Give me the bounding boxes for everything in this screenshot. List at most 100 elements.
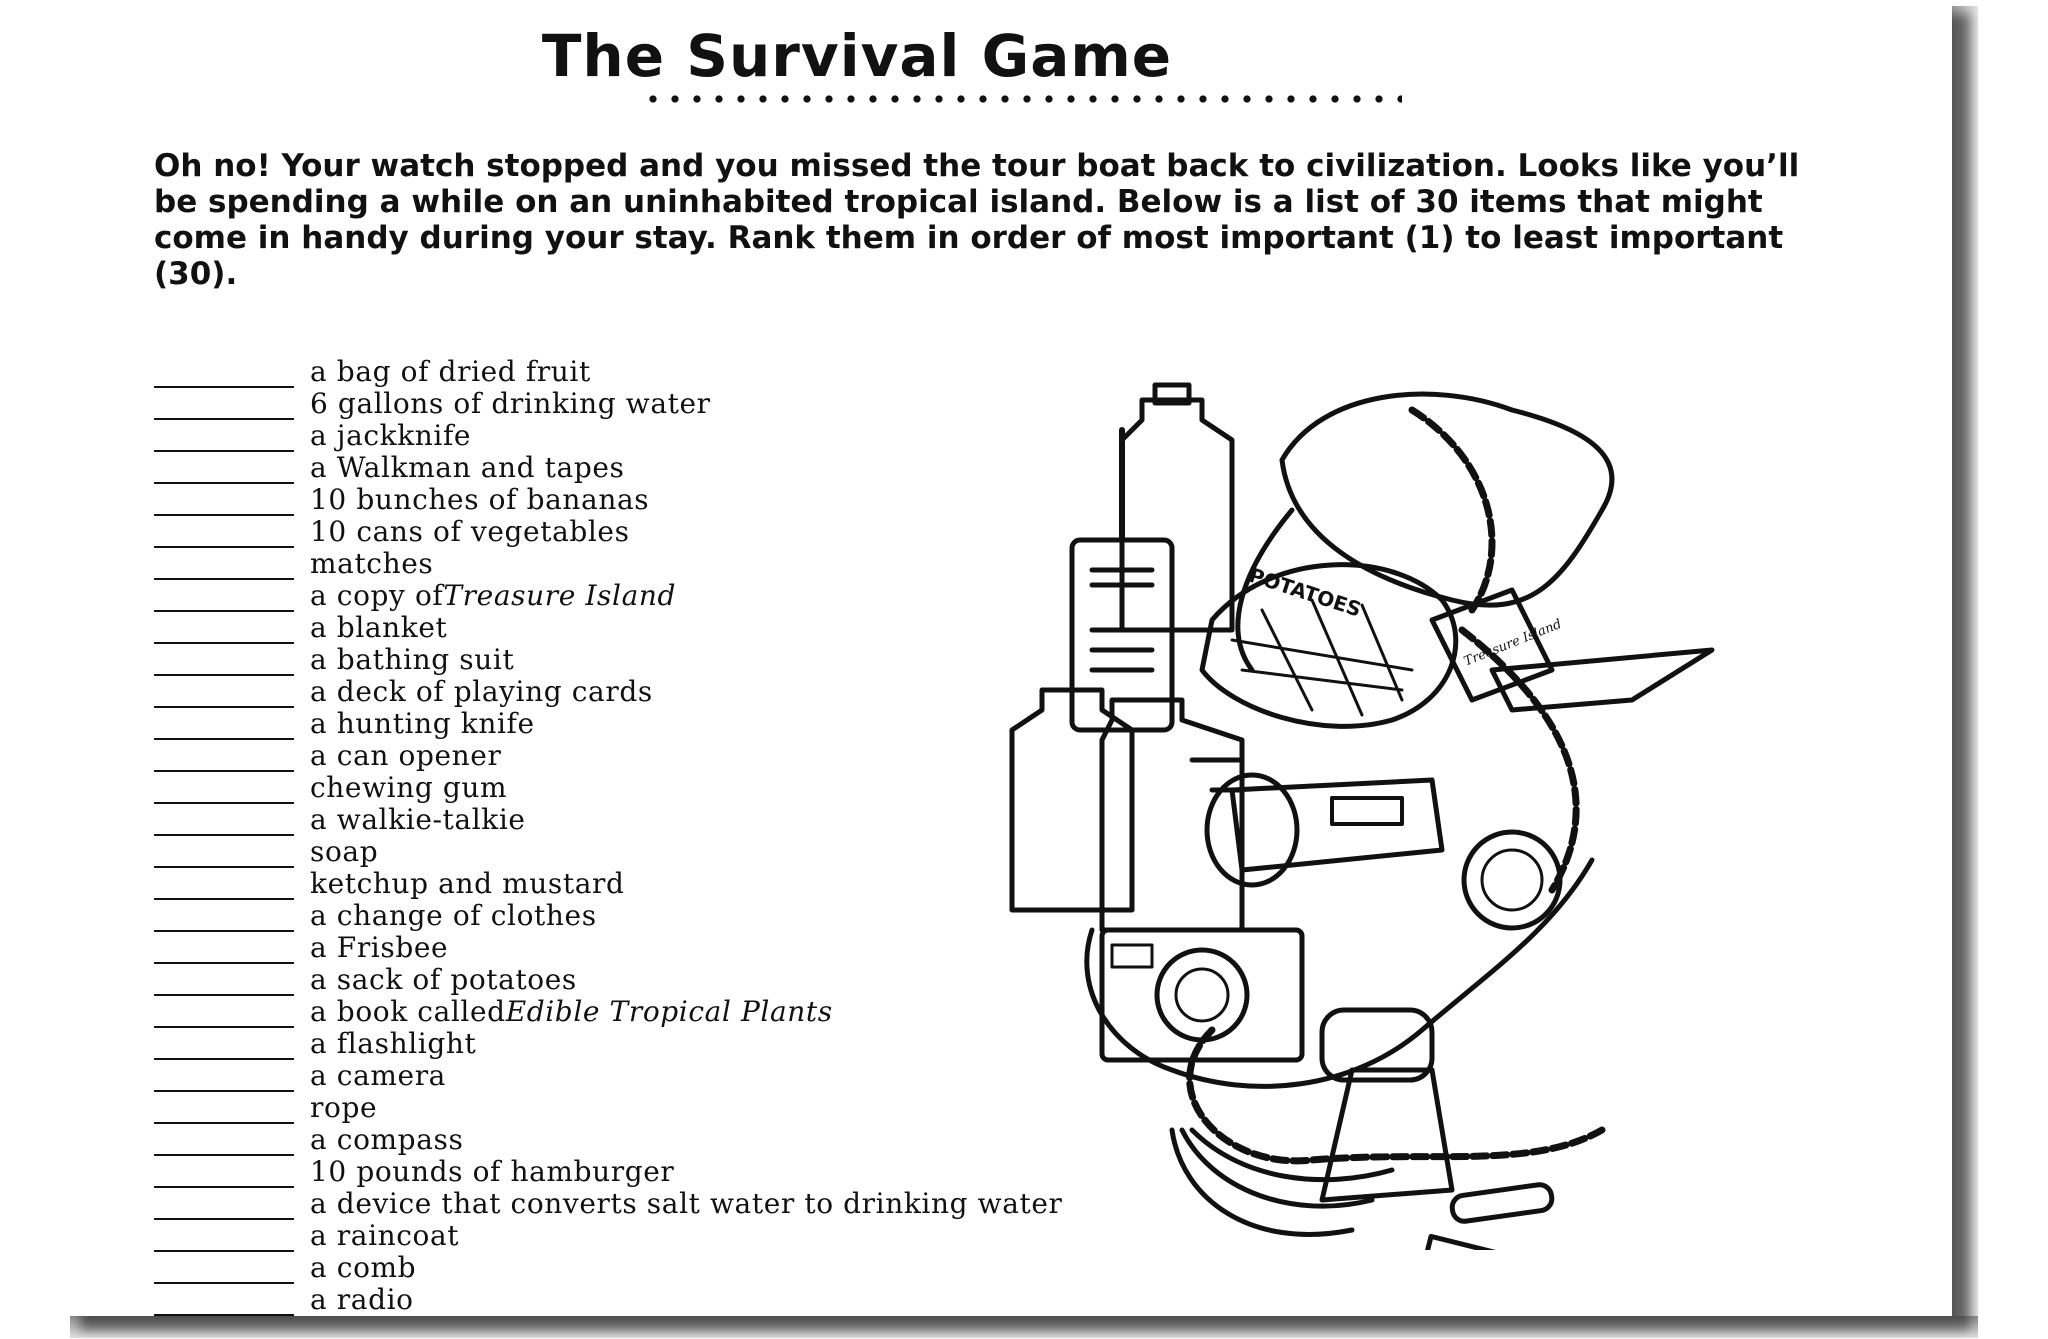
rank-blank[interactable] <box>154 362 294 388</box>
item-label: a book called <box>310 995 506 1028</box>
rank-blank[interactable] <box>154 522 294 548</box>
item-label: a device that converts salt water to dri… <box>310 1187 1063 1220</box>
flashlight-drawing <box>1229 777 1445 873</box>
item-label: 10 bunches of bananas <box>310 483 650 516</box>
rank-blank[interactable] <box>154 650 294 676</box>
title-dotted-underline <box>642 92 1402 106</box>
rank-blank[interactable] <box>154 1290 294 1316</box>
list-item: a compass <box>154 1123 1063 1156</box>
soap-drawing <box>1319 1007 1435 1083</box>
compass-drawing <box>1461 829 1563 931</box>
list-item: 6 gallons of drinking water <box>154 387 1063 420</box>
rank-blank[interactable] <box>154 1258 294 1284</box>
water-jug-drawing <box>1119 397 1235 633</box>
rank-blank[interactable] <box>154 1034 294 1060</box>
rank-blank[interactable] <box>154 1226 294 1252</box>
list-item: a Frisbee <box>154 931 1063 964</box>
bananas-drawing <box>1169 1127 1395 1237</box>
camera-drawing <box>1099 927 1305 1063</box>
item-label: 10 pounds of hamburger <box>310 1155 675 1188</box>
item-label: 10 cans of vegetables <box>310 515 630 548</box>
worksheet-page: The Survival Game Oh no! Your watch stop… <box>62 0 1952 1316</box>
item-label: a hunting knife <box>310 707 535 740</box>
rank-blank[interactable] <box>154 394 294 420</box>
book-drawing <box>1429 587 1555 703</box>
item-label: a sack of potatoes <box>310 963 577 996</box>
list-item: a jackknife <box>154 419 1063 452</box>
list-item: a Walkman and tapes <box>154 451 1063 484</box>
rank-blank[interactable] <box>154 1098 294 1124</box>
backpack-strap-drawing <box>1235 507 1295 673</box>
list-item: a can opener <box>154 739 1063 772</box>
list-item: a change of clothes <box>154 899 1063 932</box>
rank-blank[interactable] <box>154 618 294 644</box>
item-italic-title: Treasure Island <box>443 579 677 612</box>
page-shadow-right <box>1952 6 1978 1326</box>
list-item: a sack of potatoes <box>154 963 1063 996</box>
survival-supplies-illustration: POTATOES Treasure Island <box>1009 382 1715 1250</box>
item-label: a Walkman and tapes <box>310 451 625 484</box>
list-item: a walkie-talkie <box>154 803 1063 836</box>
rank-blank[interactable] <box>154 458 294 484</box>
rank-blank[interactable] <box>154 938 294 964</box>
item-label: a radio <box>310 1283 414 1316</box>
rank-blank[interactable] <box>154 490 294 516</box>
rank-blank[interactable] <box>154 906 294 932</box>
rank-blank[interactable] <box>154 746 294 772</box>
item-label: a can opener <box>310 739 502 772</box>
rank-blank[interactable] <box>154 874 294 900</box>
list-item: a blanket <box>154 611 1063 644</box>
playing-cards-drawing <box>1414 1233 1550 1250</box>
item-label: a blanket <box>310 611 448 644</box>
rank-blank[interactable] <box>154 970 294 996</box>
list-item: a camera <box>154 1059 1063 1092</box>
list-item: a bathing suit <box>154 643 1063 676</box>
rank-blank[interactable] <box>154 1002 294 1028</box>
rank-blank[interactable] <box>154 1162 294 1188</box>
list-item: 10 bunches of bananas <box>154 483 1063 516</box>
rank-blank[interactable] <box>154 554 294 580</box>
item-label: soap <box>310 835 379 868</box>
item-label: a copy of <box>310 579 444 612</box>
item-label: a bag of dried fruit <box>310 355 591 388</box>
item-label: matches <box>310 547 434 580</box>
list-item: a comb <box>154 1251 1063 1284</box>
list-item: a raincoat <box>154 1219 1063 1252</box>
rank-blank[interactable] <box>154 842 294 868</box>
rank-blank[interactable] <box>154 778 294 804</box>
item-label: 6 gallons of drinking water <box>310 387 711 420</box>
list-item: 10 cans of vegetables <box>154 515 1063 548</box>
list-item: a deck of playing cards <box>154 675 1063 708</box>
list-item: a bag of dried fruit <box>154 355 1063 388</box>
list-item: a hunting knife <box>154 707 1063 740</box>
list-item: soap <box>154 835 1063 868</box>
item-label: a compass <box>310 1123 464 1156</box>
rank-blank[interactable] <box>154 426 294 452</box>
page-shadow-bottom <box>70 1316 1978 1338</box>
item-label: a jackknife <box>310 419 472 452</box>
item-label: a walkie-talkie <box>310 803 526 836</box>
rank-blank[interactable] <box>154 714 294 740</box>
item-label: a deck of playing cards <box>310 675 653 708</box>
item-label: a raincoat <box>310 1219 460 1252</box>
rank-blank[interactable] <box>154 682 294 708</box>
list-item: chewing gum <box>154 771 1063 804</box>
list-item: a copy of Treasure Island <box>154 579 1063 612</box>
list-item: ketchup and mustard <box>154 867 1063 900</box>
list-item: rope <box>154 1091 1063 1124</box>
rank-blank[interactable] <box>154 1130 294 1156</box>
rank-blank[interactable] <box>154 1194 294 1220</box>
rank-blank[interactable] <box>154 1066 294 1092</box>
jackknife-drawing <box>1449 1182 1555 1224</box>
hunting-knife-drawing <box>1489 647 1715 713</box>
list-item: a book called Edible Tropical Plants <box>154 995 1063 1028</box>
item-label: chewing gum <box>310 771 508 804</box>
item-label: a flashlight <box>310 1027 477 1060</box>
item-label: ketchup and mustard <box>310 867 625 900</box>
item-label: rope <box>310 1091 378 1124</box>
rank-blank[interactable] <box>154 810 294 836</box>
rank-blank[interactable] <box>154 586 294 612</box>
blanket-drawing <box>1084 857 1595 1089</box>
list-item: a flashlight <box>154 1027 1063 1060</box>
